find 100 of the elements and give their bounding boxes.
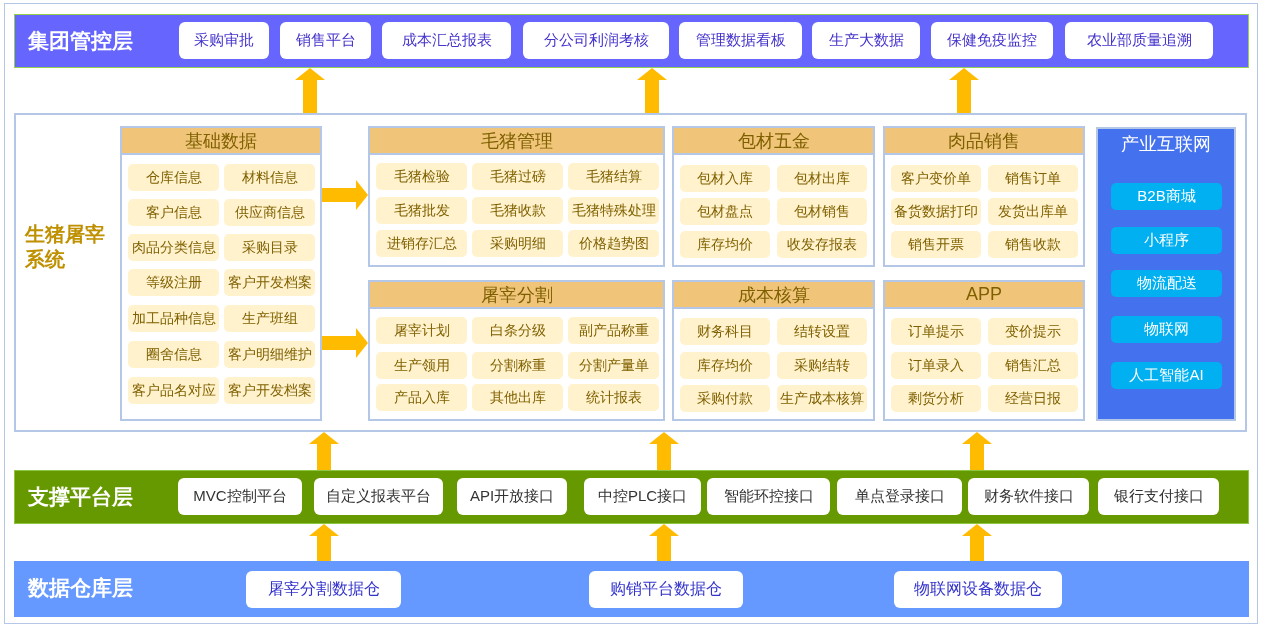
function-tag: 进销存汇总	[376, 230, 467, 257]
interface-box: API开放接口	[457, 478, 567, 515]
function-tag: 订单提示	[891, 318, 981, 345]
function-tag: 其他出库	[472, 384, 563, 411]
warehouse-box: 屠宰分割数据仓	[246, 571, 401, 608]
service-tag: B2B商城	[1111, 183, 1222, 210]
module-box: 农业部质量追溯	[1065, 22, 1213, 59]
function-tag: 仓库信息	[128, 164, 219, 191]
function-tag: 包材盘点	[680, 198, 770, 225]
function-tag: 库存均价	[680, 231, 770, 258]
layer-title: 支撑平台层	[28, 485, 133, 509]
function-tag: 销售汇总	[988, 352, 1078, 379]
module-box: 分公司利润考核	[523, 22, 669, 59]
function-tag: 客户开发档案	[224, 269, 315, 296]
panel-header: 肉品销售	[885, 128, 1083, 155]
interface-box: 智能环控接口	[707, 478, 830, 515]
function-tag: 加工品种信息	[128, 305, 219, 332]
interface-box: 自定义报表平台	[314, 478, 443, 515]
function-tag: 屠宰计划	[376, 317, 467, 344]
panel-title: 产业互联网	[1120, 133, 1212, 156]
function-tag: 供应商信息	[224, 199, 315, 226]
system-frame	[14, 113, 1247, 432]
arrow	[649, 524, 679, 561]
function-tag: 财务科目	[680, 318, 770, 345]
warehouse-box: 购销平台数据仓	[589, 571, 743, 608]
module-panel	[672, 280, 875, 421]
function-tag: 订单录入	[891, 352, 981, 379]
function-tag: 肉品分类信息	[128, 234, 219, 261]
arrow	[295, 68, 325, 113]
arrow	[322, 328, 368, 358]
module-panel	[672, 126, 875, 267]
warehouse-box: 物联网设备数据仓	[894, 571, 1062, 608]
function-tag: 客户品名对应	[128, 377, 219, 404]
arrow	[962, 432, 992, 470]
function-tag: 客户明细维护	[224, 341, 315, 368]
function-tag: 包材出库	[777, 165, 867, 192]
function-tag: 分割称重	[472, 352, 563, 379]
function-tag: 包材销售	[777, 198, 867, 225]
function-tag: 等级注册	[128, 269, 219, 296]
function-tag: 统计报表	[568, 384, 659, 411]
function-tag: 客户变价单	[891, 165, 981, 192]
module-panel	[883, 280, 1085, 421]
function-tag: 收发存报表	[777, 231, 867, 258]
function-tag: 销售收款	[988, 231, 1078, 258]
module-box: 成本汇总报表	[382, 22, 511, 59]
module-box: 销售平台	[280, 22, 371, 59]
function-tag: 圈舍信息	[128, 341, 219, 368]
panel-header: APP	[885, 282, 1083, 309]
service-tag: 人工智能AI	[1111, 362, 1222, 389]
function-tag: 采购目录	[224, 234, 315, 261]
function-tag: 毛猪特殊处理	[568, 197, 659, 224]
service-tag: 物流配送	[1111, 270, 1222, 297]
function-tag: 生产成本核算	[777, 385, 867, 412]
function-tag: 销售开票	[891, 231, 981, 258]
service-tag: 物联网	[1111, 316, 1222, 343]
function-tag: 发货出库单	[988, 198, 1078, 225]
function-tag: 销售订单	[988, 165, 1078, 192]
function-tag: 结转设置	[777, 318, 867, 345]
module-box: 生产大数据	[812, 22, 920, 59]
function-tag: 材料信息	[224, 164, 315, 191]
panel-header: 成本核算	[674, 282, 873, 309]
module-box: 管理数据看板	[679, 22, 802, 59]
panel-header: 基础数据	[122, 128, 320, 155]
interface-box: 中控PLC接口	[584, 478, 701, 515]
panel-header: 屠宰分割	[370, 282, 663, 309]
module-box: 保健免疫监控	[931, 22, 1053, 59]
arrow	[637, 68, 667, 113]
function-tag: 备货数据打印	[891, 198, 981, 225]
interface-box: 财务软件接口	[968, 478, 1089, 515]
arrow	[309, 432, 339, 470]
panel-header: 毛猪管理	[370, 128, 663, 155]
module-panel	[120, 126, 322, 421]
function-tag: 毛猪批发	[376, 197, 467, 224]
interface-box: 单点登录接口	[837, 478, 962, 515]
function-tag: 库存均价	[680, 352, 770, 379]
function-tag: 毛猪收款	[472, 197, 563, 224]
service-tag: 小程序	[1111, 227, 1222, 254]
function-tag: 副产品称重	[568, 317, 659, 344]
function-tag: 采购结转	[777, 352, 867, 379]
arrow	[962, 524, 992, 561]
arrow	[949, 68, 979, 113]
function-tag: 客户开发档案	[224, 377, 315, 404]
function-tag: 产品入库	[376, 384, 467, 411]
arrow	[322, 180, 368, 210]
layer-title: 集团管控层	[28, 29, 133, 53]
function-tag: 价格趋势图	[568, 230, 659, 257]
function-tag: 毛猪结算	[568, 163, 659, 190]
function-tag: 剩货分析	[891, 385, 981, 412]
function-tag: 毛猪过磅	[472, 163, 563, 190]
network-panel	[1096, 127, 1236, 421]
function-tag: 白条分级	[472, 317, 563, 344]
layer-band	[14, 470, 1249, 524]
function-tag: 包材入库	[680, 165, 770, 192]
arrow	[309, 524, 339, 561]
module-panel	[883, 126, 1085, 267]
module-panel	[368, 126, 665, 267]
function-tag: 生产班组	[224, 305, 315, 332]
function-tag: 生产领用	[376, 352, 467, 379]
function-tag: 采购明细	[472, 230, 563, 257]
layer-band	[14, 14, 1249, 68]
